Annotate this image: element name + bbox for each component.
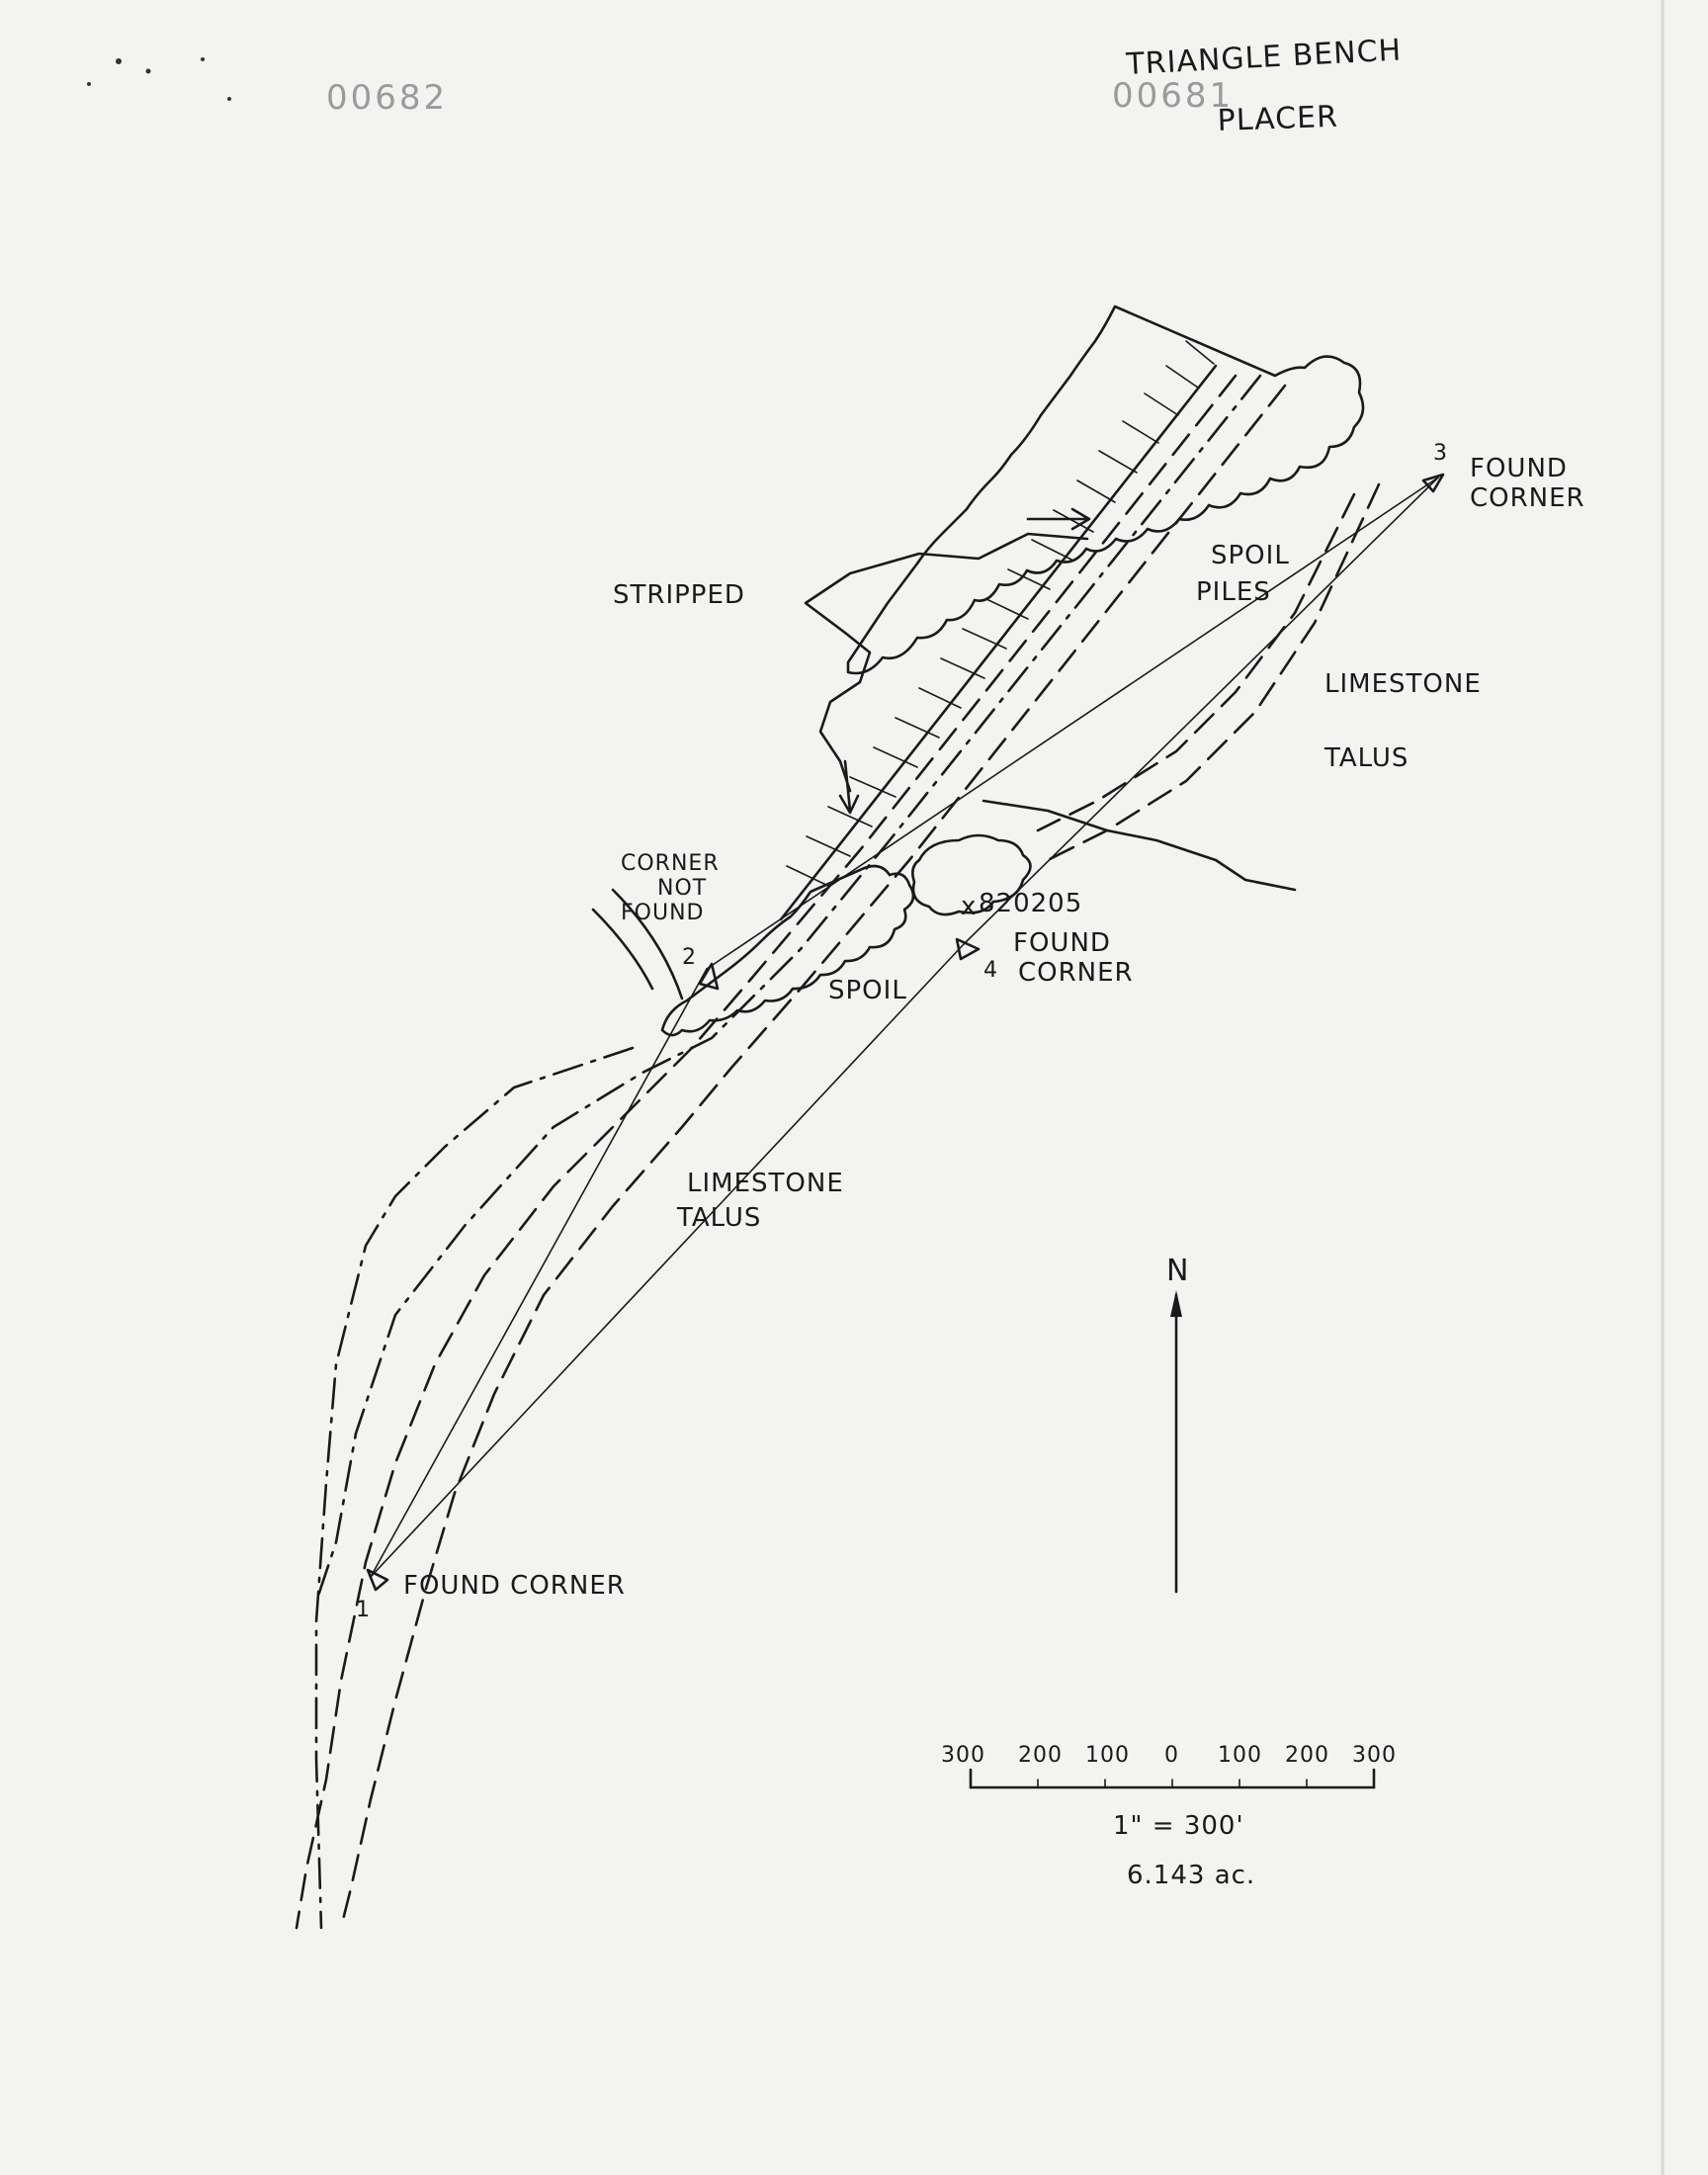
label-limestone-right: LIMESTONE: [1324, 669, 1482, 699]
cut-slope-hatching: [779, 340, 1218, 921]
scale-tick-0: 300: [941, 1743, 985, 1768]
corner-3-number: 3: [1433, 441, 1448, 466]
scale-tick-5: 200: [1285, 1743, 1329, 1768]
label-talus-right: TALUS: [1324, 743, 1409, 773]
road-edge-a: [295, 374, 1238, 1930]
scale-tick-6: 300: [1352, 1743, 1397, 1768]
stripped-area-outline: [804, 532, 1089, 793]
corner-not-found-arc: [591, 888, 684, 1000]
scale-bar: 300 200 100 0 100 200 300 1" = 300' 6.14…: [941, 1743, 1397, 1890]
label-corner-not-found-1: CORNER: [621, 851, 720, 876]
flow-arrow-lower: [838, 759, 860, 815]
corner-4-label-2: CORNER: [1018, 958, 1134, 988]
corner-4-label-1: FOUND: [1013, 928, 1111, 958]
corner-1-label: FOUND CORNER: [403, 1571, 626, 1601]
label-talus-left: TALUS: [676, 1203, 761, 1233]
spoil-pile-lower: [660, 864, 915, 1037]
ghost-doc-number: 00682: [326, 78, 448, 118]
corner-3-marker: [1421, 473, 1445, 493]
doc-number: 00681: [1112, 76, 1234, 116]
scale-tick-4: 100: [1218, 1743, 1262, 1768]
flow-arrow-upper: [1026, 507, 1091, 531]
corner-1-marker: [366, 1568, 389, 1592]
paper-specks: [87, 57, 231, 101]
label-spoil-piles-2: PILES: [1196, 577, 1271, 607]
corner-3-label-1: FOUND: [1470, 454, 1568, 483]
sample-marker: x: [961, 892, 977, 921]
label-corner-not-found-3: FOUND: [621, 901, 704, 925]
drainage-line: [982, 799, 1297, 892]
corner-2-number: 2: [682, 945, 697, 970]
corner-1-number: 1: [356, 1598, 371, 1622]
corner-2-marker: [698, 962, 720, 991]
label-spoil-piles-1: SPOIL: [1211, 541, 1290, 570]
left-boundary-line: [314, 1046, 635, 1930]
corner-4-number: 4: [983, 958, 998, 983]
talus-edge-right-b: [1036, 492, 1356, 832]
scale-tick-3: 0: [1164, 1743, 1179, 1768]
label-stripped: STRIPPED: [613, 580, 745, 610]
area-acres: 6.143 ac.: [1127, 1861, 1255, 1890]
north-label: N: [1166, 1254, 1189, 1288]
north-arrow: N: [1166, 1254, 1189, 1594]
scale-tick-1: 200: [1018, 1743, 1063, 1768]
label-corner-not-found-2: NOT: [657, 876, 707, 901]
road-edge-b: [339, 384, 1287, 1930]
talus-edge-right-a: [1046, 482, 1381, 862]
corner-4-marker: [955, 937, 981, 961]
label-spoil-lower: SPOIL: [828, 976, 907, 1005]
title-line-2: PLACER: [1217, 100, 1338, 138]
claim-boundary: [370, 477, 1439, 1578]
scale-tick-2: 100: [1085, 1743, 1130, 1768]
road-centerline-upper: [314, 374, 1262, 1604]
label-limestone-left: LIMESTONE: [687, 1169, 844, 1198]
spoil-piles-upper: [846, 304, 1365, 675]
sample-id-label: 820205: [979, 889, 1082, 918]
corner-3-label-2: CORNER: [1470, 483, 1585, 513]
scale-ratio: 1" = 300': [1113, 1811, 1244, 1841]
